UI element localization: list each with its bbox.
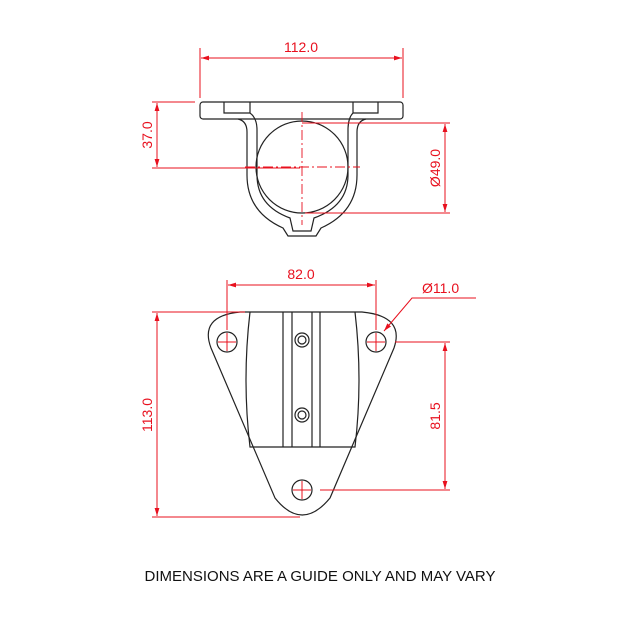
plate-detail — [223, 102, 379, 114]
disclaimer-caption: DIMENSIONS ARE A GUIDE ONLY AND MAY VARY — [144, 568, 496, 585]
height-dimension-label: 113.0 — [139, 398, 155, 432]
saddle-body — [245, 311, 360, 448]
extension-lines — [226, 280, 377, 330]
saddle-strips — [282, 312, 321, 447]
extension-lines — [152, 311, 300, 518]
mounting-hole — [216, 331, 238, 353]
mounting-plate-side — [199, 101, 404, 120]
saddle-inner — [249, 112, 354, 232]
hole-diameter-label: Ø11.0 — [422, 280, 459, 296]
extension-lines — [302, 122, 450, 214]
center-lines — [245, 112, 360, 225]
hole-vertical-label: 81.5 — [427, 402, 443, 429]
saddle-outer — [237, 118, 367, 237]
hole-diameter-leader — [383, 297, 476, 332]
hole-spacing-label: 82.0 — [287, 266, 314, 282]
bottom-view: 82.0 Ø11.0 113.0 81.5 — [139, 266, 476, 518]
mounting-hole — [291, 479, 313, 501]
height-dimension-label: 37.0 — [139, 121, 155, 148]
bolt — [294, 407, 310, 423]
bolt — [294, 332, 310, 348]
mounting-hole — [365, 331, 387, 353]
hole-centers — [218, 333, 385, 499]
top-view: 112.0 37.0 Ø49.0 — [139, 39, 450, 237]
diameter-dimension-label: Ø49.0 — [427, 149, 443, 187]
width-dimension-label: 112.0 — [284, 39, 318, 55]
extension-lines — [320, 341, 450, 491]
extension-lines — [152, 101, 300, 169]
extension-lines — [199, 48, 404, 98]
bolt-hex — [297, 410, 307, 420]
base-plate-outline — [207, 311, 397, 516]
bolt-hex — [297, 335, 307, 345]
